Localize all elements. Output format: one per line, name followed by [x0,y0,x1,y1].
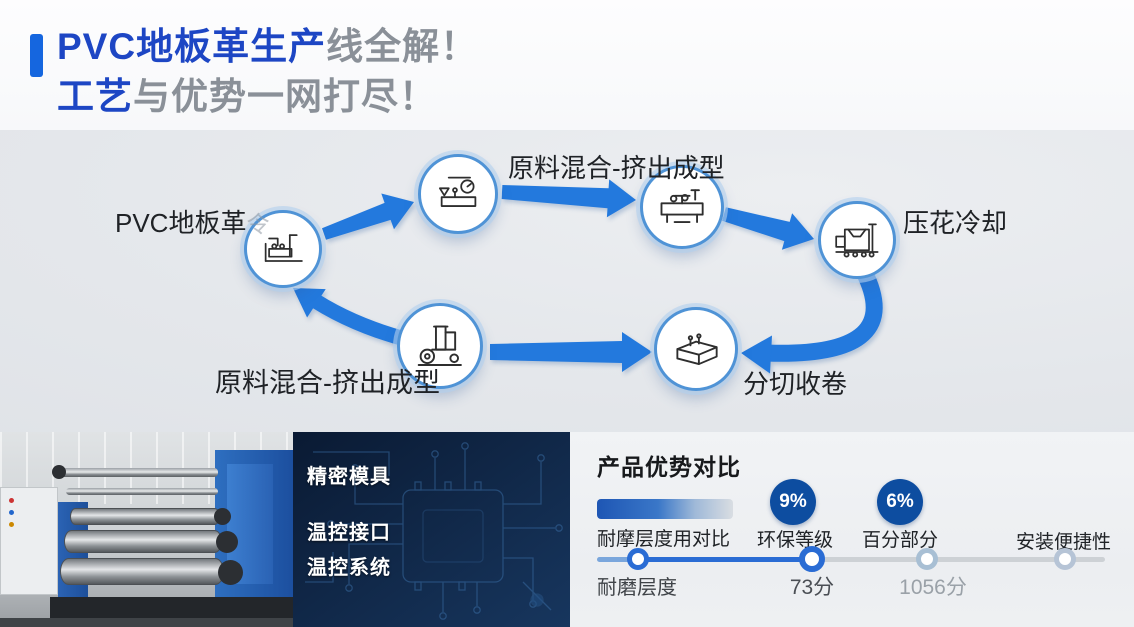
circuit-board-art [293,432,570,627]
flow-node-emboss [818,201,896,279]
flow-arrow [490,332,652,372]
control-cabinet [0,487,58,595]
timeline-marker-1 [627,548,649,570]
score-1056: 1056分 [899,576,967,599]
badge-9-percent: 9% [770,479,816,525]
flow-label-right: 压花冷却 [903,208,1008,238]
page-title: PVC地板革生产线全解！ 工艺与优势一网打尽！ [57,22,478,122]
cabinet-indicator-blue [9,510,14,515]
title-accent-bar [30,34,43,77]
roller-bottom [60,558,224,585]
cabinet-indicator-orange [9,522,14,527]
title-line2-gray: 与优势一网打尽！ [133,76,437,117]
flow-node-press [640,165,724,249]
timeline-segment-lightblue [597,557,635,562]
title-line2-blue: 工艺 [57,76,133,117]
flow-label-left: PVC地板革令 [115,208,270,238]
roller-top [70,508,220,525]
badge-9-label: 环保等级 [757,530,834,551]
curved-arrow-right-head [741,335,772,374]
features-panel: 精密模具 温控接口 温控系统 [293,432,570,627]
flow-node-pvc [244,210,322,288]
flow-node-slitter [654,307,738,391]
flow-label-bottom-right: 分切收卷 [743,369,848,399]
emboss-cooling-machine-icon [835,223,879,258]
machine-photo [0,432,293,627]
wear-layer-scale-label: 耐磨层度 [597,577,677,599]
slitting-table-icon [676,333,718,365]
press-table-icon [660,189,704,223]
timeline-marker-4 [1054,548,1076,570]
process-flow-diagram: PVC地板革令 原料混合-挤出成型 压花冷却 分切收卷 原料混合-挤出成型 [0,130,1134,432]
install-convenience-label: 安装便捷性 [1016,532,1112,553]
feature-temp-interface: 温控接口 [307,522,391,544]
timeline-segment-gray [815,557,1105,562]
flow-arrow [501,179,636,218]
second-steel-bar [66,488,218,495]
advantage-title: 产品优势对比 [597,454,741,480]
bottom-strip: 精密模具 温控接口 温控系统 产品优势对比 耐摩层度用对比 9% 环保等级 6%… [0,432,1134,627]
title-line1-gray: 线全解！ [326,26,479,67]
title-line1-blue: PVC地板革生产 [57,26,327,67]
calender-machine-icon [264,234,303,262]
title-band: PVC地板革生产线全解！ 工艺与优势一网打尽！ [0,0,1134,130]
top-steel-bar [60,468,218,477]
badge-6-percent: 6% [877,479,923,525]
roller-middle [64,530,222,553]
title-line-2: 工艺与优势一网打尽！ [57,72,478,122]
flow-label-left-ghost: 令 [246,211,270,237]
flow-node-mixer [418,154,498,234]
timeline-segment-blue [630,557,815,562]
timeline-marker-2 [799,546,825,572]
curved-arrow-right-to-bottom [757,267,883,362]
flow-arrow [322,193,414,240]
wear-layer-bar-label: 耐摩层度用对比 [597,529,731,550]
mixer-gauge-icon [439,177,477,208]
wear-layer-gradient-bar [597,499,733,519]
flow-arrow [722,207,814,250]
flow-node-vertical-mixer [397,303,483,389]
machine-base [50,597,293,619]
curved-arrow-left-head [293,288,326,318]
advantage-panel: 产品优势对比 耐摩层度用对比 9% 环保等级 6% 百分部分 安装便捷性 耐磨层… [570,432,1134,627]
badge-6-label: 百分部分 [862,530,939,551]
cabinet-indicator-red [9,498,14,503]
flow-label-top: 原料混合-挤出成型 [508,153,725,183]
flow-label-bottom-left: 原料混合-挤出成型 [215,368,440,398]
feature-temp-system: 温控系统 [307,557,391,579]
title-line-1: PVC地板革生产线全解！ [57,22,478,72]
factory-floor [0,618,293,627]
timeline-marker-3 [916,548,938,570]
feature-precision-mold: 精密模具 [307,466,391,488]
score-73: 73分 [789,576,835,599]
vertical-mixer-icon [417,325,463,367]
